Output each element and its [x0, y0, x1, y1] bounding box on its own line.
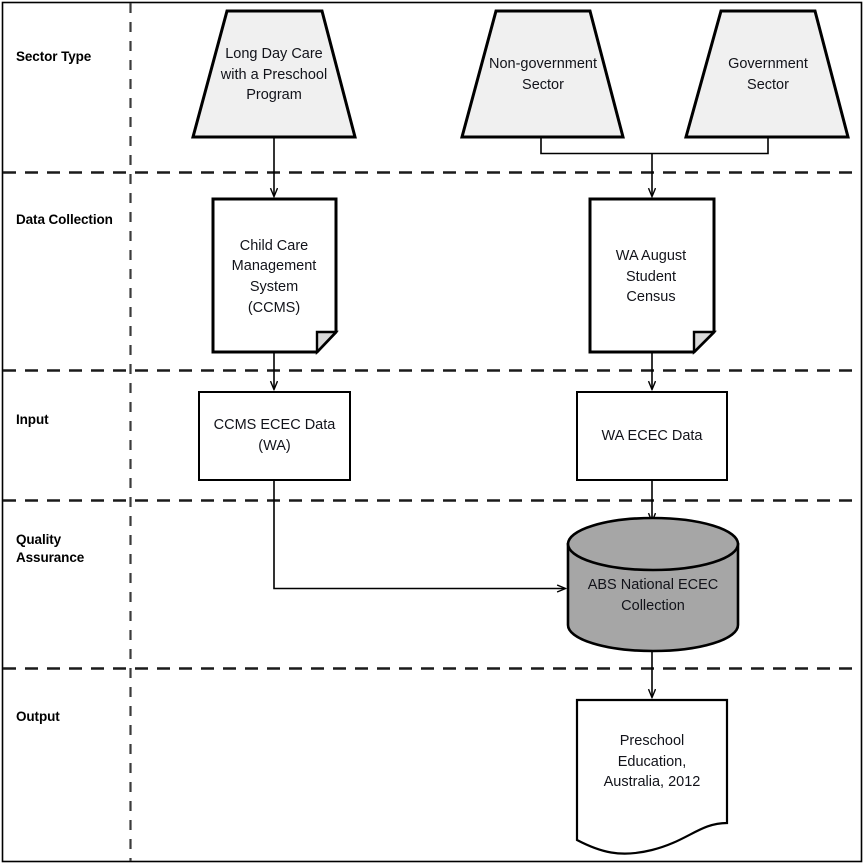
node-label-government-sector: Government Sector — [728, 56, 808, 93]
shape-ccms-ecec-data-rect[interactable] — [198, 391, 351, 481]
shape-government-sector-trapezoid[interactable] — [684, 9, 850, 139]
node-label-wa-august-student-census: WA August Student Census — [615, 248, 687, 306]
shape-wa-august-student-census-document-fold — [692, 330, 717, 355]
swimlane-label-input: Input — [16, 412, 49, 427]
shape-ccms-document-fold — [315, 330, 339, 356]
node-label-ccms-ecec-data: CCMS ECEC Data (WA) — [213, 417, 336, 454]
shape-non-government-sector-trapezoid[interactable] — [460, 9, 625, 139]
node-label-non-government-sector: Non-government Sector — [489, 56, 597, 93]
swimlane-label-sector-type: Sector Type — [16, 49, 92, 64]
edge-ccms-ecec-data-to-collection — [273, 480, 565, 589]
edge-government-to-merge — [652, 138, 769, 155]
swimlane-label-data-collection: Data Collection — [16, 212, 113, 227]
node-label-long-day-care: Long Day Care with a Preschool Program — [220, 46, 328, 104]
shape-abs-national-ecec-collection-cylinder[interactable] — [566, 516, 740, 653]
node-label-wa-ecec-data: WA ECEC Data — [601, 427, 703, 444]
shape-wa-ecec-data-rect[interactable] — [576, 391, 728, 481]
edge-non-government-to-merge — [540, 138, 652, 155]
shape-preschool-education-publication-document[interactable] — [575, 698, 729, 855]
swimlane-label-quality-assurance: Quality Assurance — [16, 532, 85, 566]
node-label-ccms: Child Care Management System (CCMS) — [231, 237, 317, 316]
swimlane-label-output: Output — [16, 709, 60, 724]
shape-long-day-care-trapezoid[interactable] — [191, 9, 357, 139]
node-label-preschool-education-publication: Preschool Education, Australia, 2012 — [603, 733, 701, 791]
node-label-abs-national-ecec-collection: ABS National ECEC Collection — [587, 577, 719, 614]
